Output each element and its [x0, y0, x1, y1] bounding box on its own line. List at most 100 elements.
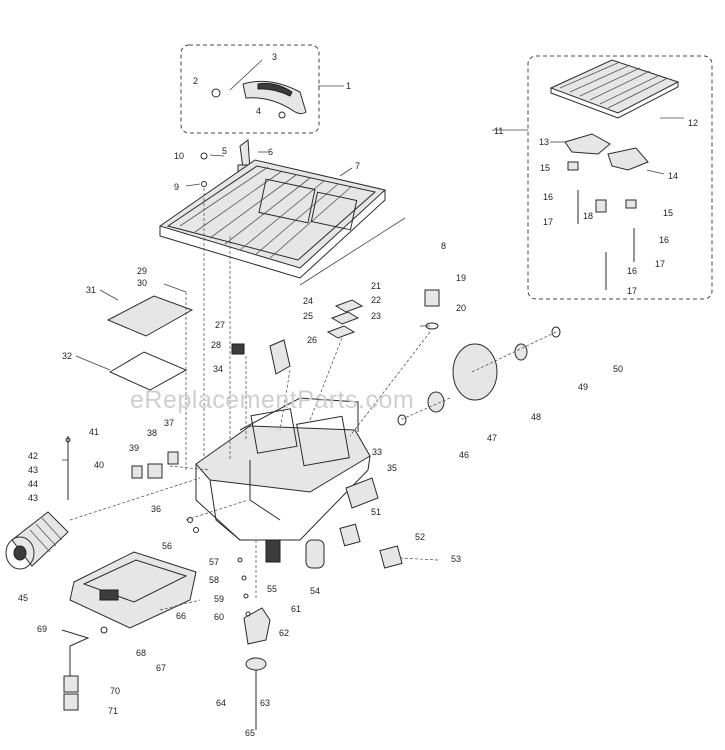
callout-41: 41 — [89, 427, 100, 437]
callout-63: 63 — [260, 698, 271, 708]
extension-table-detail-box — [527, 55, 713, 300]
callout-8: 8 — [441, 241, 447, 251]
fence-part — [269, 339, 291, 375]
callout-28: 28 — [211, 340, 222, 350]
switch-19 — [424, 289, 440, 307]
callout-22: 22 — [371, 295, 382, 305]
callout-24: 24 — [303, 296, 314, 306]
callout-16-b: 16 — [659, 235, 670, 245]
bracket-14 — [607, 147, 649, 171]
callout-42: 42 — [28, 451, 39, 461]
callout-56: 56 — [162, 541, 173, 551]
callout-67: 67 — [156, 663, 167, 673]
callout-70: 70 — [110, 686, 121, 696]
callout-4: 4 — [256, 106, 262, 116]
callout-34: 34 — [213, 364, 224, 374]
callout-30: 30 — [137, 278, 148, 288]
callout-58: 58 — [209, 575, 220, 585]
callout-13: 13 — [539, 137, 550, 147]
callout-52: 52 — [415, 532, 426, 542]
callout-48: 48 — [531, 412, 542, 422]
callout-31: 31 — [86, 285, 97, 295]
callout-55: 55 — [267, 584, 278, 594]
callout-9: 9 — [174, 182, 180, 192]
callout-49: 49 — [578, 382, 589, 392]
callout-62: 62 — [279, 628, 290, 638]
callout-21: 21 — [371, 281, 382, 291]
gasket-32 — [108, 351, 188, 391]
callout-47: 47 — [487, 433, 498, 443]
callout-43-a: 43 — [28, 465, 39, 475]
callout-10: 10 — [174, 151, 185, 161]
callout-17-b: 17 — [655, 259, 666, 269]
cover-plate-31 — [106, 295, 194, 337]
callout-37: 37 — [164, 418, 175, 428]
flange-49 — [514, 343, 528, 361]
callout-3: 3 — [272, 52, 278, 62]
bottom-cover — [69, 551, 197, 629]
callout-16-c: 16 — [627, 266, 638, 276]
callout-46: 46 — [459, 450, 470, 460]
callout-32: 32 — [62, 351, 73, 361]
callout-6: 6 — [268, 147, 274, 157]
callout-65: 65 — [245, 728, 256, 738]
callout-17-c: 17 — [627, 286, 638, 296]
callout-7: 7 — [355, 161, 361, 171]
callout-50: 50 — [613, 364, 624, 374]
callout-15-a: 15 — [540, 163, 551, 173]
callout-19: 19 — [456, 273, 467, 283]
saw-base — [195, 397, 371, 541]
callout-23: 23 — [371, 311, 382, 321]
callout-18: 18 — [583, 211, 594, 221]
callout-64: 64 — [216, 698, 227, 708]
callout-12: 12 — [688, 118, 699, 128]
blade-guard-part — [211, 59, 307, 119]
flange-47 — [427, 391, 445, 413]
callout-61: 61 — [291, 604, 302, 614]
callout-16-a: 16 — [543, 192, 554, 202]
foot-61 — [243, 607, 271, 645]
callout-1: 1 — [346, 81, 352, 91]
capacitor-54 — [305, 539, 325, 569]
callout-71: 71 — [108, 706, 119, 716]
callout-40: 40 — [94, 460, 105, 470]
motor — [5, 511, 69, 570]
callout-11: 11 — [494, 126, 504, 136]
blade-guard-detail-box — [180, 44, 320, 134]
callout-39: 39 — [129, 443, 140, 453]
callout-27: 27 — [215, 320, 226, 330]
callout-57: 57 — [209, 557, 220, 567]
callout-66: 66 — [176, 611, 187, 621]
callout-26: 26 — [307, 335, 318, 345]
callout-45: 45 — [18, 593, 29, 603]
callout-54: 54 — [310, 586, 321, 596]
callout-68: 68 — [136, 648, 147, 658]
callout-51: 51 — [371, 507, 382, 517]
callout-25: 25 — [303, 311, 314, 321]
callout-20: 20 — [456, 303, 467, 313]
callout-69: 69 — [37, 624, 48, 634]
callout-38: 38 — [147, 428, 158, 438]
callout-60: 60 — [214, 612, 225, 622]
extension-table — [549, 59, 680, 119]
callout-35: 35 — [387, 463, 398, 473]
callout-15-b: 15 — [663, 208, 674, 218]
knob-63 — [245, 657, 267, 671]
bracket-13 — [564, 133, 611, 155]
callout-33: 33 — [372, 447, 383, 457]
callout-17-a: 17 — [543, 217, 554, 227]
callout-59: 59 — [214, 594, 225, 604]
watermark-text: eReplacementParts.com — [130, 386, 415, 414]
callout-43-b: 43 — [28, 493, 39, 503]
callout-53: 53 — [451, 554, 462, 564]
callout-2: 2 — [193, 76, 199, 86]
label-35 — [345, 477, 379, 509]
saw-blade — [452, 343, 498, 401]
callout-29: 29 — [137, 266, 148, 276]
callout-5: 5 — [222, 146, 228, 156]
callout-44: 44 — [28, 479, 39, 489]
table-top — [158, 159, 406, 286]
callout-36: 36 — [151, 504, 162, 514]
